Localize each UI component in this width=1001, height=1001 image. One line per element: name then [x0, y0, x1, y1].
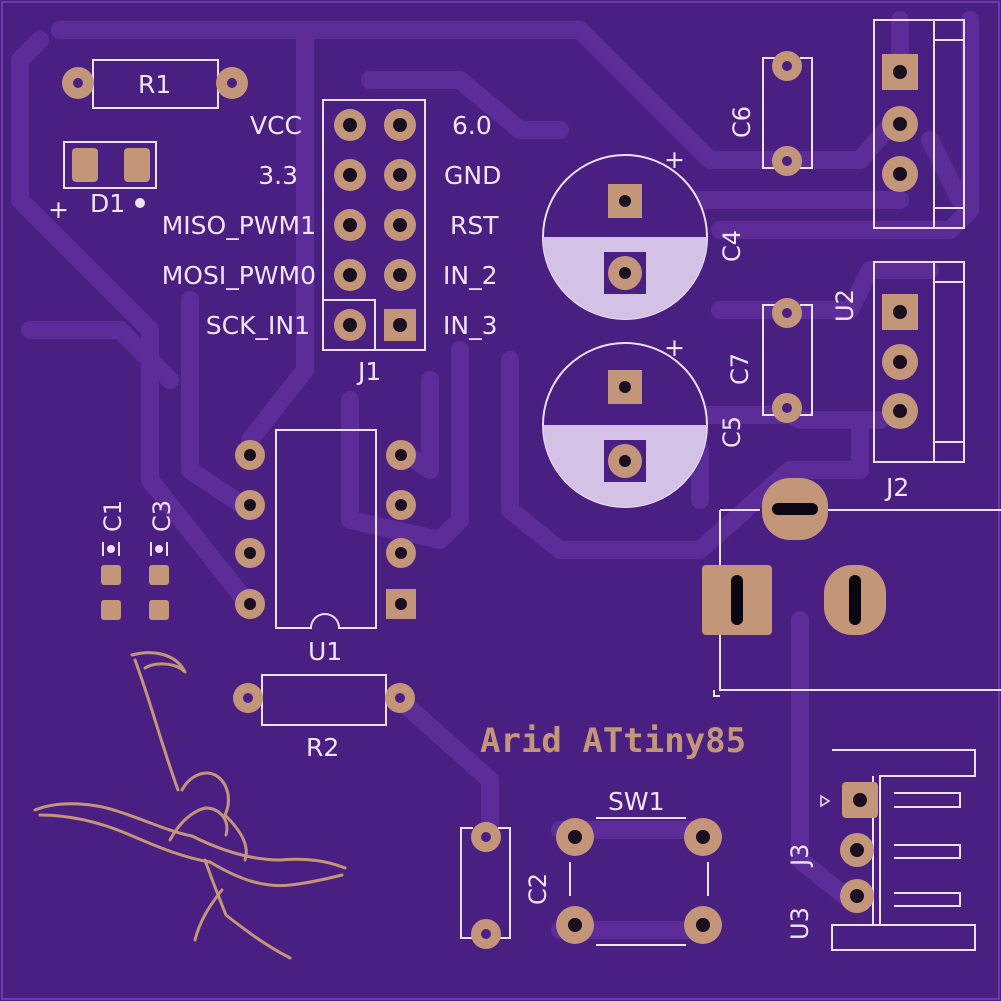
u1-outline — [275, 429, 377, 629]
j1-pads — [334, 109, 416, 341]
c7-label: C7 — [726, 353, 754, 385]
d1-pad-anode[interactable] — [72, 148, 98, 182]
j3-label: J3 — [786, 844, 814, 868]
capacitor-c5[interactable]: + C5 — [542, 333, 746, 508]
j2-label: J2 — [884, 473, 909, 502]
board-title: Arid ATtiny85 — [480, 721, 746, 761]
capacitor-c3[interactable]: C3 — [148, 500, 176, 620]
header-j1[interactable]: VCC 3.3 MISO_PWM1 MOSI_PWM0 SCK_IN1 6.0 … — [162, 99, 502, 386]
capacitor-c4[interactable]: + C4 — [542, 145, 746, 320]
j2-outline — [873, 261, 965, 463]
c7-outline — [762, 304, 813, 416]
j1-right-label: IN_2 — [443, 261, 497, 290]
j1-right-label: 6.0 — [452, 111, 492, 140]
sw1-label: SW1 — [608, 787, 665, 816]
j1-left-label: SCK_IN1 — [206, 311, 310, 340]
c6-label: C6 — [728, 106, 756, 138]
capacitor-c2[interactable]: C2 — [460, 822, 552, 949]
j1-right-label: GND — [444, 161, 501, 190]
resistor-r1[interactable]: R1 — [62, 59, 248, 109]
c2-outline — [460, 827, 511, 939]
regulator-top-outline — [873, 19, 965, 229]
resistor-r2[interactable]: R2 — [233, 674, 415, 762]
j1-left-label: 3.3 — [258, 161, 298, 190]
d1-plus-sign: + — [48, 195, 69, 224]
capacitor-c6[interactable]: C6 — [728, 51, 813, 176]
r1-label: R1 — [138, 70, 171, 99]
j1-right-label: IN_3 — [443, 311, 497, 340]
c1-label: C1 — [99, 500, 127, 532]
connector-j3[interactable]: J3 U3 — [786, 749, 976, 951]
c5-plus-sign: + — [664, 333, 685, 362]
d1-label: D1 — [90, 189, 125, 218]
c3-pad-2[interactable] — [149, 600, 169, 620]
regulator-top[interactable] — [873, 19, 965, 229]
c5-label: C5 — [718, 416, 746, 448]
j1-outline — [322, 99, 426, 351]
r2-label: R2 — [306, 733, 339, 762]
u1-label: U1 — [308, 637, 342, 666]
c4-label: C4 — [718, 230, 746, 262]
switch-sw1[interactable]: SW1 — [556, 787, 722, 946]
j1-left-label: MOSI_PWM0 — [162, 261, 316, 290]
power-jack-outline — [713, 509, 1001, 697]
c3-label: C3 — [148, 500, 176, 532]
c2-label: C2 — [524, 873, 552, 905]
capacitor-c7[interactable]: C7 — [726, 298, 813, 423]
c4-plus-sign: + — [664, 145, 685, 174]
power-jack[interactable] — [702, 478, 1001, 697]
u2-label: U2 — [831, 289, 859, 322]
j1-right-label: RST — [450, 211, 499, 240]
c1-pad-2[interactable] — [101, 600, 121, 620]
u3-label: U3 — [786, 907, 814, 940]
d1-outline — [63, 141, 157, 189]
d1-pad-cathode[interactable] — [124, 148, 150, 182]
c3-pad-1[interactable] — [149, 565, 169, 585]
ic-u1[interactable]: U1 — [235, 429, 416, 666]
c1-pad-1[interactable] — [101, 565, 121, 585]
j1-left-label: MISO_PWM1 — [162, 211, 316, 240]
led-d1[interactable]: + D1 — [48, 141, 157, 224]
j1-label: J1 — [356, 357, 381, 386]
j1-left-label: VCC — [250, 111, 302, 140]
d1-polarity-dot — [135, 198, 145, 208]
bird-rider-logo-icon — [33, 651, 347, 960]
capacitor-c1[interactable]: C1 — [99, 500, 127, 620]
connector-j2[interactable]: U2 J2 — [831, 261, 965, 502]
c6-outline — [762, 57, 813, 169]
